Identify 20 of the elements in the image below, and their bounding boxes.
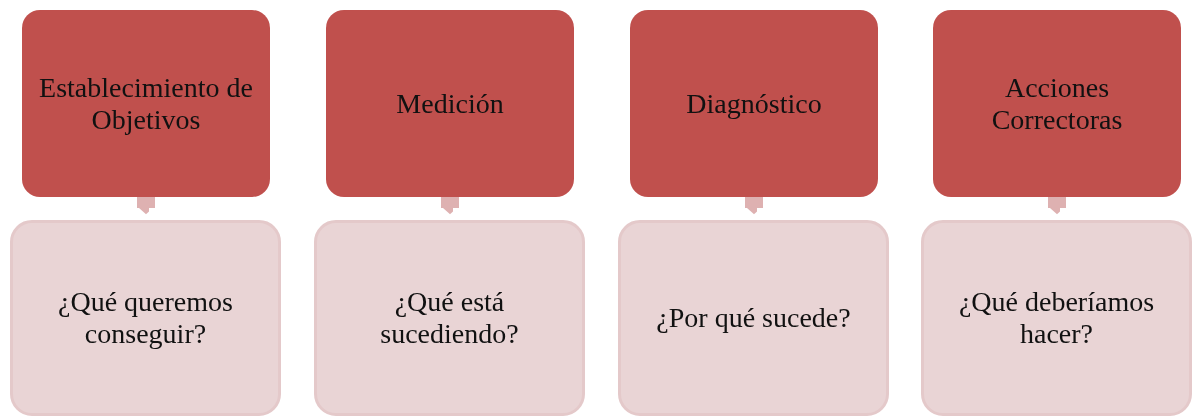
question-text: ¿Qué queremos conseguir? — [57, 286, 234, 350]
arrow — [745, 197, 763, 215]
step-box — [630, 10, 878, 197]
step-label: Medición — [396, 87, 504, 120]
question-text: ¿Qué está sucediendo? — [379, 286, 520, 350]
step-label: Diagnóstico — [686, 87, 822, 120]
question-box — [921, 220, 1192, 416]
question-text: ¿Qué deberíamos hacer? — [957, 286, 1156, 350]
step-label: Establecimiento de Objetivos — [38, 71, 254, 136]
arrow — [137, 197, 155, 215]
question-box — [314, 220, 585, 416]
step-box — [22, 10, 270, 197]
question-box — [618, 220, 889, 416]
question-box — [10, 220, 281, 416]
step-box — [326, 10, 574, 197]
question-text: ¿Por qué sucede? — [656, 302, 851, 334]
arrow — [441, 197, 459, 215]
step-box — [933, 10, 1181, 197]
arrow — [1048, 197, 1066, 215]
step-label: Acciones Correctoras — [990, 71, 1124, 136]
